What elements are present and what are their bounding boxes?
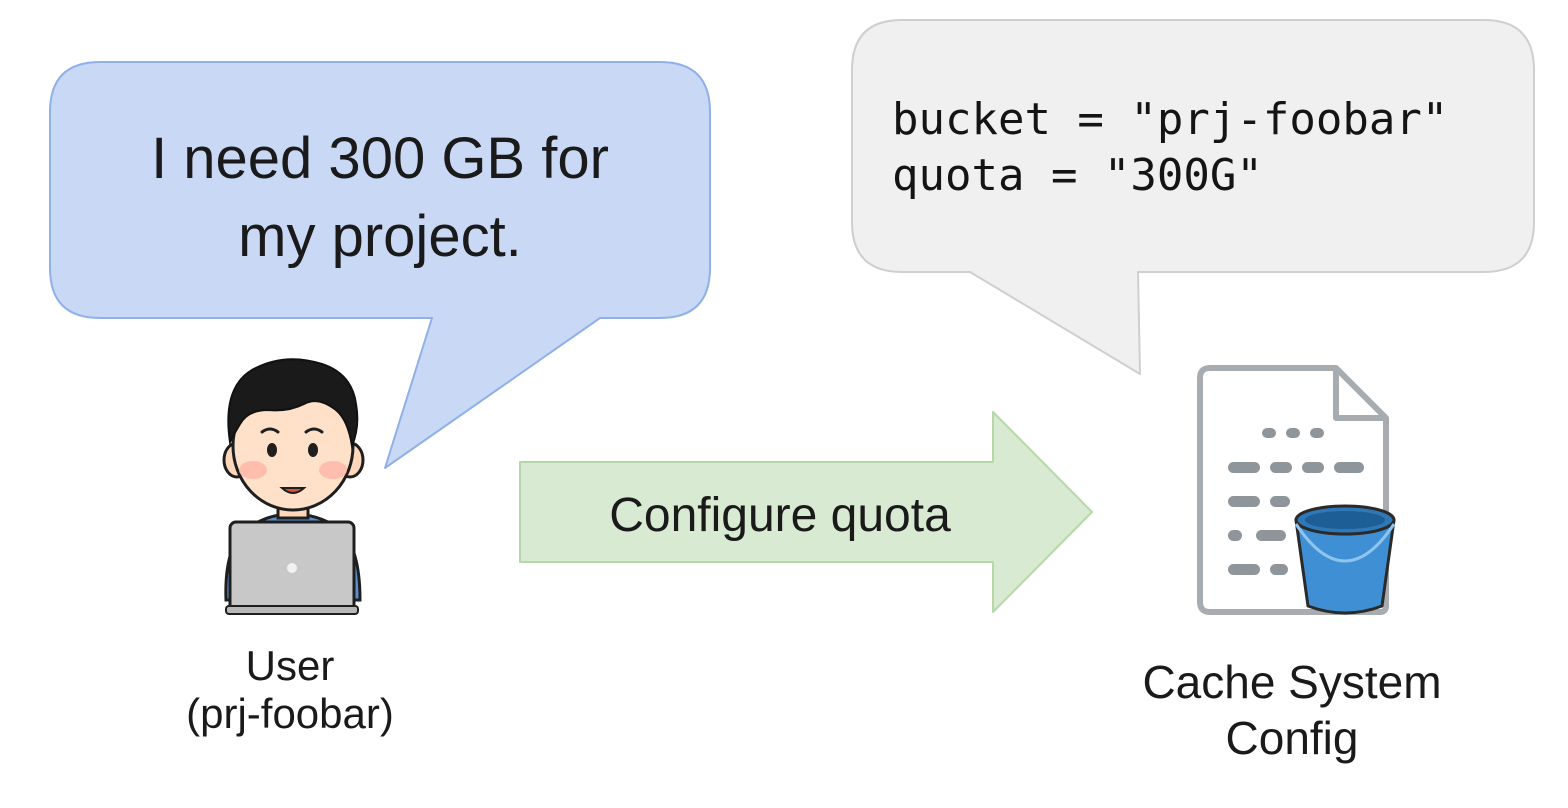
user-hair — [227, 358, 359, 450]
user-bubble-line-1: I need 300 GB for — [151, 126, 609, 191]
user-name: User — [245, 642, 335, 689]
user-project: (prj-foobar) — [186, 690, 394, 737]
document-with-bucket-icon — [1197, 365, 1396, 615]
bucket-body — [1294, 518, 1396, 615]
config-speech-bubble — [851, 19, 1535, 375]
config-line-quota: quota = "300G" — [892, 150, 1263, 201]
user-cheek-right — [319, 461, 347, 479]
user-mouth — [279, 487, 307, 494]
user-eye-right — [308, 443, 318, 457]
cache-label-line-2: Config — [1225, 712, 1359, 764]
document-lines — [1228, 428, 1364, 575]
cache-system-label: Cache System Config — [1092, 654, 1492, 766]
user-cheek-left — [239, 461, 267, 479]
config-line-bucket: bucket = "prj-foobar" — [892, 94, 1449, 145]
cache-label-line-1: Cache System — [1142, 656, 1442, 708]
user-brow-right — [304, 427, 324, 434]
user-at-laptop-icon — [222, 358, 365, 615]
user-label: User (prj-foobar) — [140, 642, 440, 738]
user-bubble-line-2: my project. — [238, 204, 522, 269]
user-bubble-text: I need 300 GB for my project. — [60, 120, 700, 276]
bucket-handle — [1294, 523, 1396, 563]
laptop-base — [225, 605, 359, 615]
arrow-label: Configure quota — [609, 489, 951, 542]
document-fold — [1333, 368, 1386, 421]
bucket-inside — [1305, 511, 1385, 529]
user-eye-left — [267, 443, 277, 457]
user-speech-bubble — [49, 61, 711, 469]
laptop-logo — [287, 563, 297, 573]
user-brow-left — [260, 427, 280, 434]
config-bubble-text: bucket = "prj-foobar" quota = "300G" — [892, 92, 1532, 204]
configure-arrow — [519, 411, 1093, 613]
